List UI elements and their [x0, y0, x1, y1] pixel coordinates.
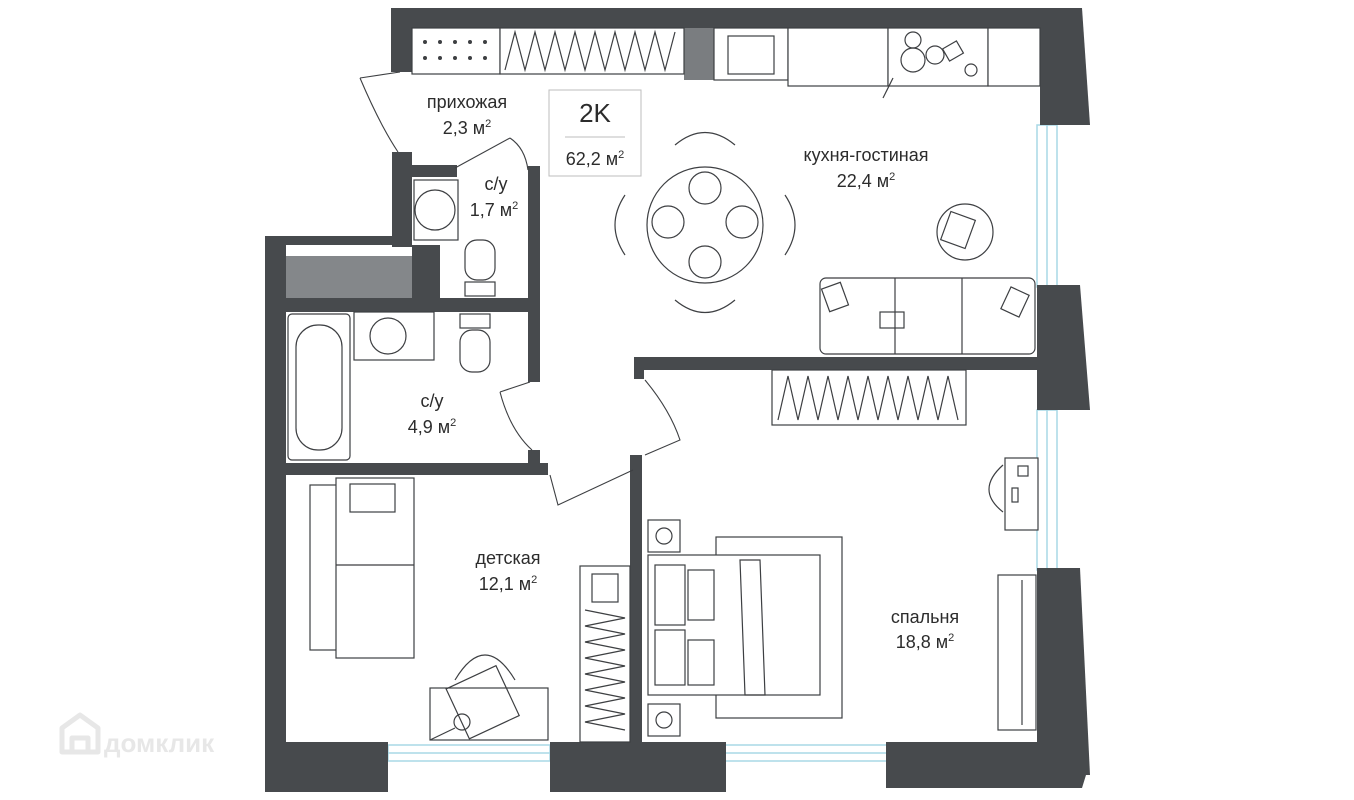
svg-text:спальня: спальня: [891, 607, 959, 627]
svg-text:кухня-гостиная: кухня-гостиная: [804, 145, 929, 165]
kids-bed: [309, 477, 415, 659]
svg-text:4,9 м2: 4,9 м2: [408, 417, 457, 437]
kids-desk: [429, 654, 549, 741]
bathroom-large-fixtures: [287, 311, 491, 461]
bed: [647, 519, 843, 737]
bathroom-small-fixtures: [413, 179, 496, 297]
svg-text:22,4 м2: 22,4 м2: [837, 171, 896, 191]
bedroom-desk: [988, 457, 1039, 531]
svg-text:18,8 м2: 18,8 м2: [896, 632, 955, 652]
svg-text:с/у: с/у: [484, 174, 507, 194]
kids-wardrobe: [579, 565, 631, 743]
bedroom-wardrobe: [771, 369, 967, 426]
room-label-bedroom: спальня 18,8 м2: [891, 607, 959, 652]
kitchen-counters: [411, 27, 1041, 99]
sofa: [819, 277, 1036, 355]
svg-text:1,7 м2: 1,7 м2: [470, 200, 519, 220]
room-label-kitchen-living: кухня-гостиная 22,4 м2: [804, 145, 929, 191]
dots-pattern: [423, 40, 487, 60]
apartment-type: 2K: [579, 98, 611, 128]
coffee-table: [936, 203, 994, 261]
doors: [359, 71, 681, 506]
home-icon: [59, 712, 101, 755]
room-label-bath-large: с/у 4,9 м2: [408, 391, 457, 437]
pattern-marks: [504, 29, 676, 73]
svg-text:детская: детская: [476, 548, 541, 568]
watermark-text: домклик: [104, 728, 215, 758]
bedroom-dresser: [997, 574, 1037, 731]
room-label-bath-small: с/у 1,7 м2: [470, 174, 519, 220]
room-label-hallway: прихожая 2,3 м2: [427, 92, 507, 138]
svg-text:12,1 м2: 12,1 м2: [479, 574, 538, 594]
svg-text:прихожая: прихожая: [427, 92, 507, 112]
dining-table: [614, 132, 796, 313]
walls: [265, 8, 1090, 792]
room-label-kids-room: детская 12,1 м2: [476, 548, 541, 594]
svg-text:с/у: с/у: [420, 391, 443, 411]
apartment-total-area: 62,2 м2: [566, 149, 625, 169]
svg-text:2,3 м2: 2,3 м2: [443, 118, 492, 138]
watermark: домклик: [59, 712, 215, 758]
apartment-info-box: 2K 62,2 м2: [548, 89, 642, 177]
